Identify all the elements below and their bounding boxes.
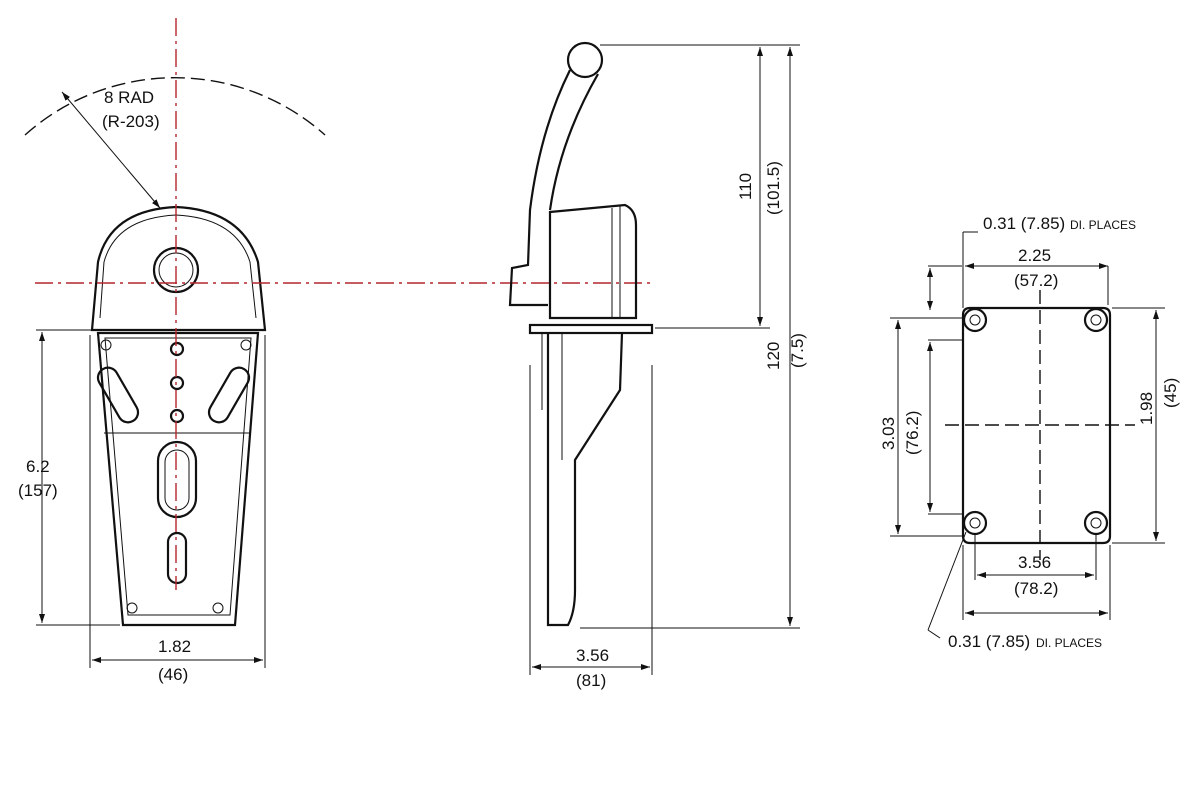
- slot-right: [207, 366, 251, 424]
- top-width-metric: (57.2): [1014, 271, 1058, 290]
- housing: [548, 203, 638, 320]
- control-head: [90, 205, 267, 332]
- height-metric: (157): [18, 481, 58, 500]
- shaft: [546, 332, 624, 627]
- radius-metric: (R-203): [102, 112, 160, 131]
- slot-left: [96, 366, 140, 424]
- left-height-label: 3.03: [879, 417, 898, 450]
- mount-holes: [962, 307, 1109, 536]
- radius-leader: [61, 91, 161, 209]
- right-height-metric: (45): [1161, 378, 1180, 408]
- width-metric: (46): [158, 665, 188, 684]
- depth-label: 3.56: [576, 646, 609, 665]
- total-height-metric: (7.5): [788, 333, 807, 368]
- bottom-width-metric: (78.2): [1014, 579, 1058, 598]
- lever-arm: [508, 69, 599, 307]
- hole-top-label: 0.31 (7.85): [983, 214, 1065, 233]
- upper-height-label: 110: [736, 173, 755, 200]
- radius-arc: [24, 77, 326, 136]
- right-height-label: 1.98: [1137, 392, 1156, 425]
- bottom-width-label: 3.56: [1018, 553, 1051, 572]
- front-view: 8 RAD (R-203) 6.2 (157) 1.82 (46): [18, 77, 326, 684]
- mounting-template: 0.31 (7.85) DI. PLACES 2.25 (57.2) 3.03 …: [879, 214, 1180, 651]
- mount-outline: [961, 306, 1112, 545]
- width-label: 1.82: [158, 637, 191, 656]
- hole-top-suffix: DI. PLACES: [1070, 218, 1136, 232]
- left-height-metric: (76.2): [903, 411, 922, 455]
- height-label: 6.2: [26, 457, 50, 476]
- total-height-label: 120: [764, 342, 783, 370]
- upper-height-metric: (101.5): [764, 161, 783, 215]
- side-view: 110 (101.5) 120 (7.5) 3.56 (81): [508, 41, 807, 690]
- radius-label: 8 RAD: [104, 88, 154, 107]
- hole-bottom-label: 0.31 (7.85): [948, 632, 1030, 651]
- slot-center: [156, 440, 198, 519]
- lever-knob: [566, 41, 604, 79]
- control-body: [96, 331, 260, 627]
- depth-metric: (81): [576, 671, 606, 690]
- hole-bottom-suffix: DI. PLACES: [1036, 636, 1102, 650]
- mount-flange: [528, 323, 654, 335]
- top-width-label: 2.25: [1018, 246, 1051, 265]
